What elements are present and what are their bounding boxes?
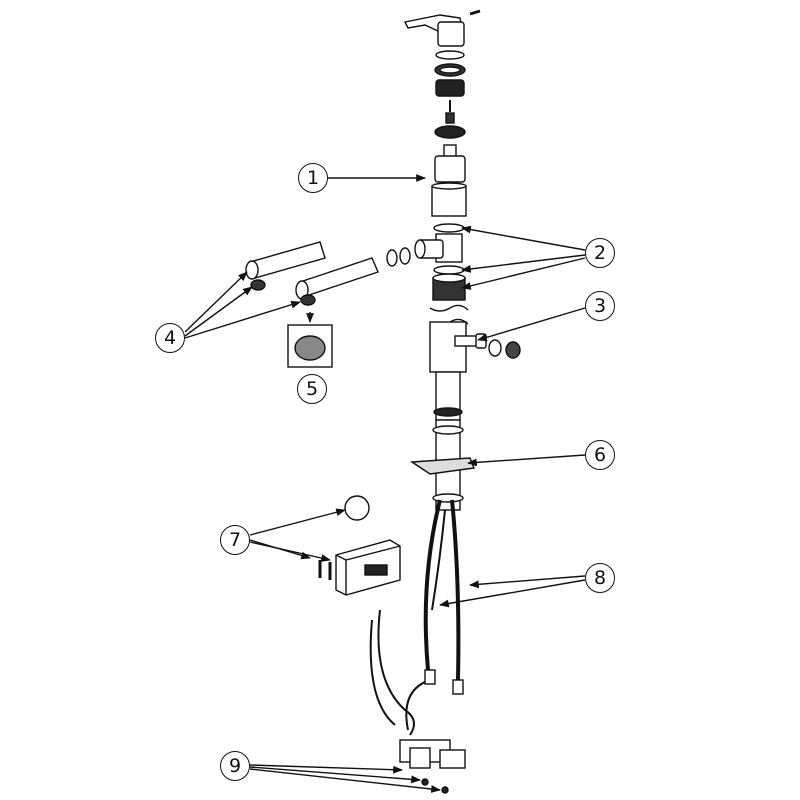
callout-4: 4	[155, 323, 185, 353]
leader-lines	[184, 174, 586, 793]
spout-tubes	[245, 241, 379, 306]
mounting-bracket	[409, 457, 475, 475]
callout-7: 7	[220, 525, 250, 555]
aerator-detail	[287, 312, 333, 368]
bonnet-nut	[435, 79, 465, 97]
lever-handle	[403, 9, 481, 47]
callout-1: 1	[298, 163, 328, 193]
body-tube	[429, 321, 467, 373]
cartridge	[431, 144, 467, 217]
spout-body	[414, 233, 463, 263]
callout-2: 2	[585, 238, 615, 268]
callout-3: 3	[585, 291, 615, 321]
hoses	[369, 499, 461, 736]
callout-6: 6	[585, 440, 615, 470]
callout-8: 8	[585, 563, 615, 593]
o-ring	[435, 50, 465, 60]
callout-5: 5	[297, 374, 327, 404]
callout-9: 9	[220, 751, 250, 781]
solenoid-valves	[399, 739, 466, 794]
control-box	[318, 495, 401, 596]
